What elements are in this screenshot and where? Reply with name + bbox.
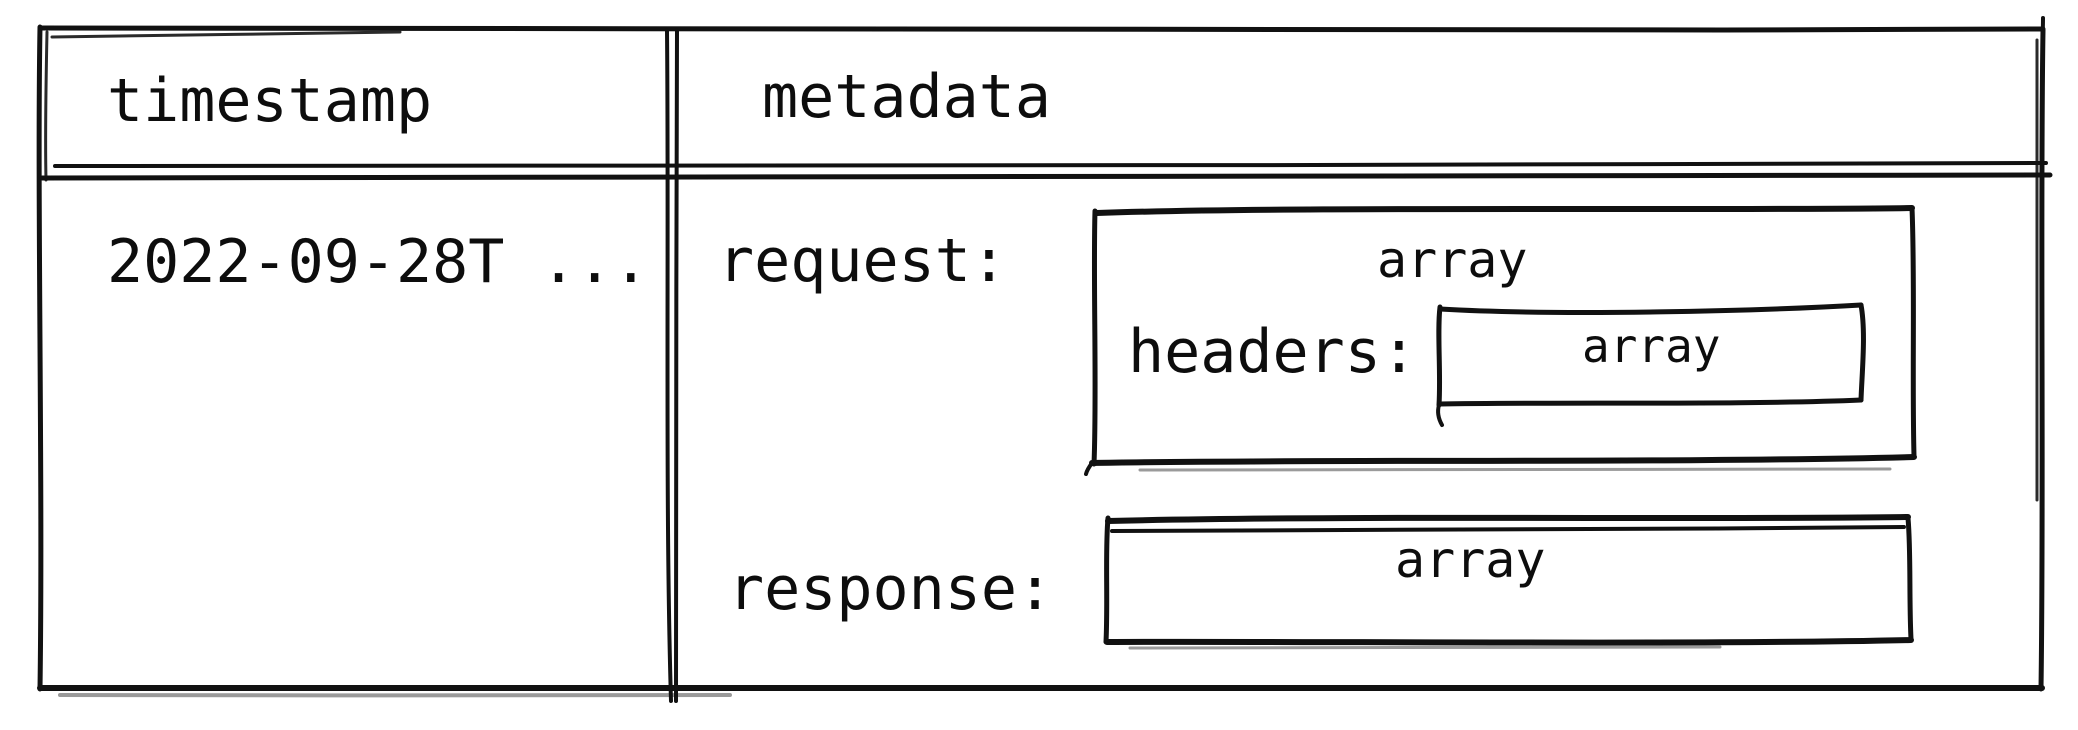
column-header-metadata: metadata <box>762 62 1051 132</box>
headers-field-label: headers: <box>1128 317 1417 387</box>
response-array-box <box>1103 514 1914 650</box>
request-array-type-label: array <box>1377 231 1528 289</box>
request-array-box <box>1084 205 1917 476</box>
column-divider <box>665 28 679 703</box>
timestamp-cell-value: 2022-09-28T ... <box>107 227 649 297</box>
headers-array-box <box>1436 302 1866 427</box>
column-header-timestamp: timestamp <box>107 66 433 136</box>
header-row-divider <box>39 161 2053 181</box>
headers-array-type-label: array <box>1582 319 1721 373</box>
table-outer-border <box>36 16 2046 698</box>
request-field-label: request: <box>718 226 1007 296</box>
response-field-label: response: <box>728 554 1054 624</box>
response-array-type-label: array <box>1395 531 1546 589</box>
